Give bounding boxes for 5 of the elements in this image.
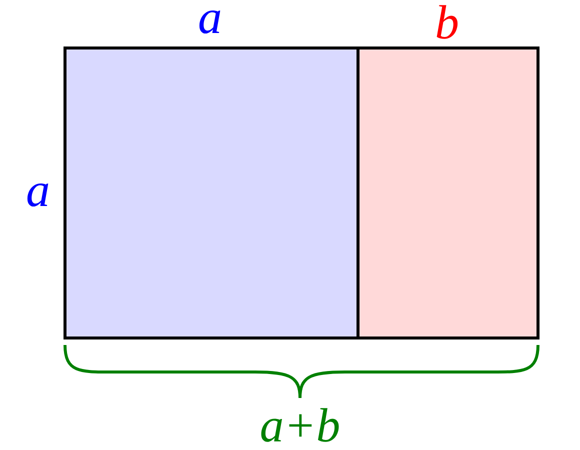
dimension-label: a+b [261,408,339,442]
dimension-label: a [199,10,220,34]
dimension-label: b [436,5,458,39]
square [64,46,360,340]
rectangle [356,46,540,340]
